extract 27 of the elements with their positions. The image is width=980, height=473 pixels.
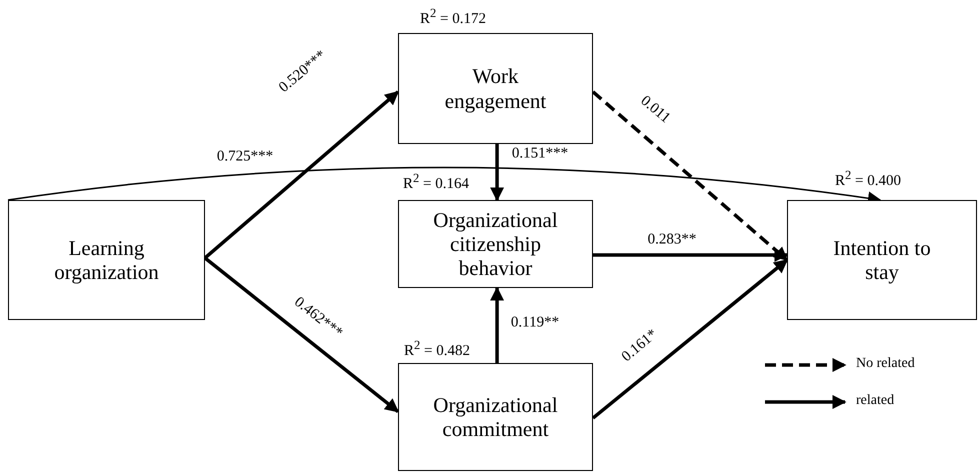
construct-box [787, 200, 977, 320]
construct-name: Work engagement [444, 64, 548, 113]
r-squared-label: R$^{2}$ = 0.482 [404, 338, 470, 360]
r-squared-label: R$^{2}$ = 0.164 [403, 171, 469, 193]
construct-name: Organizational commitment [432, 392, 559, 442]
construct-box [8, 200, 205, 320]
construct-box [398, 363, 593, 471]
arrow [204, 256, 400, 413]
legend-text: No related [856, 356, 915, 372]
path-coefficient: 0.151*** [512, 146, 568, 162]
r-squared-label: R$^{2}$ = 0.172 [420, 6, 486, 28]
construct-box [398, 33, 593, 144]
arrow [593, 248, 788, 262]
arrow [204, 90, 400, 260]
construct-name: Learning organization [53, 236, 160, 284]
construct-name: Organizational citizenship behavior [432, 208, 559, 280]
arrow [490, 286, 504, 363]
legend-text: related [856, 393, 894, 409]
construct-name: Intention to stay [832, 236, 932, 284]
path-coefficient: 0.283** [648, 232, 696, 248]
path-coefficient: 0.119** [510, 314, 560, 332]
r-squared-label: R$^{2}$ = 0.400 [835, 168, 901, 190]
construct-box [398, 200, 593, 288]
arrow [490, 144, 504, 202]
arrow [592, 258, 788, 420]
path-coefficient: 0.725*** [216, 148, 274, 166]
dashed-arrow [592, 90, 788, 262]
